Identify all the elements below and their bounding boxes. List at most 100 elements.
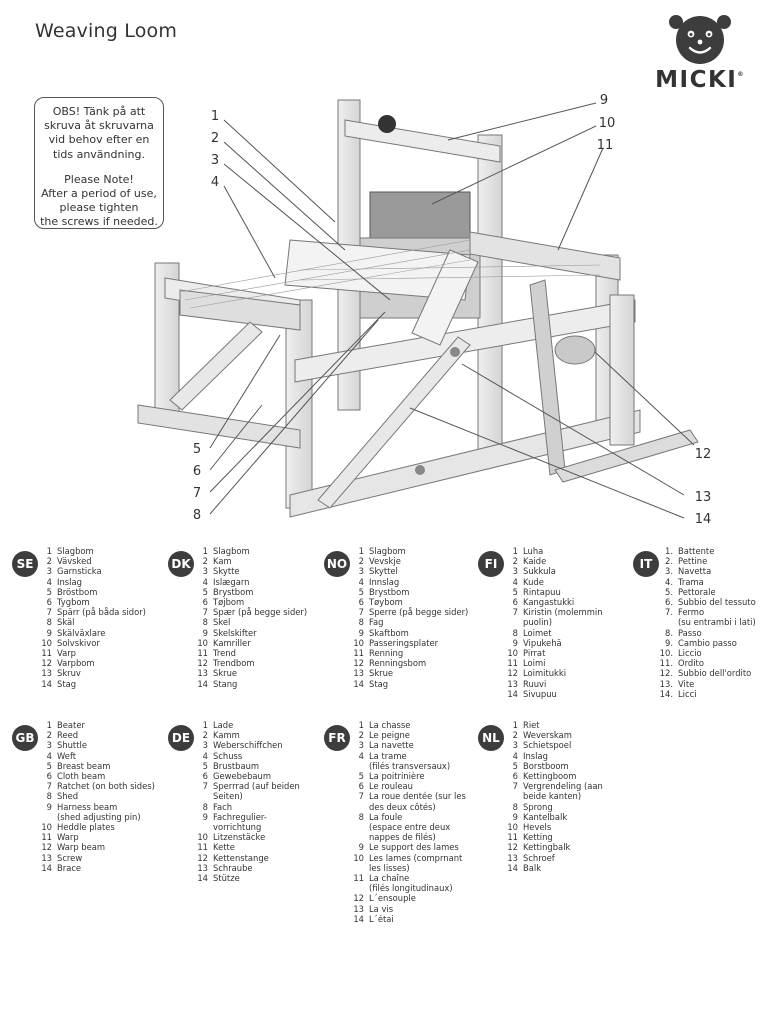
legend-item-label: Tygbom [57, 597, 90, 608]
legend-item-number: 5 [202, 760, 208, 771]
legend-item-label: Pirrat [523, 648, 546, 659]
legend-item-number: 2 [358, 730, 364, 741]
legend-item-label: Weverskam [523, 730, 572, 741]
legend-item-label: Reed [57, 730, 79, 741]
page-title: Weaving Loom [35, 20, 178, 42]
legend-item-number: 1 [46, 720, 52, 730]
callout-7: 7 [192, 486, 202, 501]
legend-item-label: Schraube [213, 862, 253, 873]
legend-item-number: 11 [507, 658, 518, 669]
legend-item-number: 14 [353, 913, 364, 924]
legend-item-number: 1 [358, 546, 364, 556]
legend-item-label: Innslag [369, 576, 400, 587]
legend-item-label: Tøjbom [213, 597, 245, 608]
callout-4: 4 [210, 175, 220, 190]
legend-item-label: Trendbom [213, 658, 255, 669]
legend-item-label: Schroef [523, 852, 555, 863]
legend-item-number: 14. [659, 688, 673, 699]
callout-14: 14 [694, 512, 712, 527]
legend-item-number: 6 [202, 597, 208, 608]
callout-13: 13 [694, 490, 712, 505]
legend-item-label: Ruuvi [523, 678, 547, 689]
legend-item-number: 13 [353, 668, 364, 679]
legend-item-number: 12 [41, 658, 52, 669]
legend-item-number: 7 [358, 607, 364, 618]
legend-item-label: Kettingbalk [523, 842, 571, 853]
legend-item-label: La chasse [369, 720, 411, 730]
language-badge: FR [324, 725, 350, 751]
legend-item: 5.Pettorale [659, 587, 768, 597]
legend-item-label: La trame (filés transversaux) [369, 750, 451, 771]
legend-item-number: 4 [202, 576, 208, 587]
legend-item-number: 3 [358, 566, 364, 577]
legend-item-label: Sukkula [523, 566, 556, 577]
legend-item-number: 7 [202, 607, 208, 618]
legend-item-number: 3 [512, 740, 518, 751]
legend-item-number: 7 [512, 781, 518, 792]
legend-item-number: 1. [665, 546, 673, 556]
legend-item-number: 11 [507, 832, 518, 843]
legend-item-label: Kam [213, 556, 232, 567]
legend-item-label: Skytte [213, 566, 240, 577]
legend-item-label: Skel [213, 617, 231, 628]
legend-item-label: Kaide [523, 556, 547, 567]
legend-item-number: 6 [358, 597, 364, 608]
legend-item-label: La navette [369, 740, 414, 751]
legend-item-label: Loimi [523, 658, 546, 669]
legend-item-number: 3 [358, 740, 364, 751]
callout-11: 11 [596, 138, 614, 153]
legend-item-number: 11 [353, 873, 364, 884]
legend-item-label: Kiristin (molemmin puolin) [523, 607, 603, 628]
legend-item-number: 9 [46, 801, 52, 812]
legend-item-number: 6 [46, 771, 52, 782]
legend-item-number: 1 [512, 546, 518, 556]
legend-item-label: Battente [678, 546, 715, 556]
legend-item-label: Cambio passo [678, 637, 737, 648]
legend-item: 3.Navetta [659, 566, 768, 576]
legend-item-label: Garnsticka [57, 566, 102, 577]
legend-item-number: 8. [665, 627, 673, 638]
legend-item-number: 13 [41, 852, 52, 863]
legend-item-label: Litzenstäcke [213, 832, 266, 843]
legend-item-label: Schuss [213, 750, 243, 761]
legend-item-label: Luha [523, 546, 544, 556]
legend-item-label: Rintapuu [523, 586, 561, 597]
legend-item-label: Trend [213, 648, 236, 659]
legend-item-number: 9 [202, 811, 208, 822]
legend-item-number: 8 [358, 617, 364, 628]
callout-8: 8 [192, 508, 202, 523]
legend-item-number: 5 [358, 771, 364, 782]
legend-item-number: 6 [512, 597, 518, 608]
legend-item-label: Screw [57, 852, 83, 863]
legend-item-label: Schietspoel [523, 740, 572, 751]
callout-1: 1 [210, 109, 220, 124]
